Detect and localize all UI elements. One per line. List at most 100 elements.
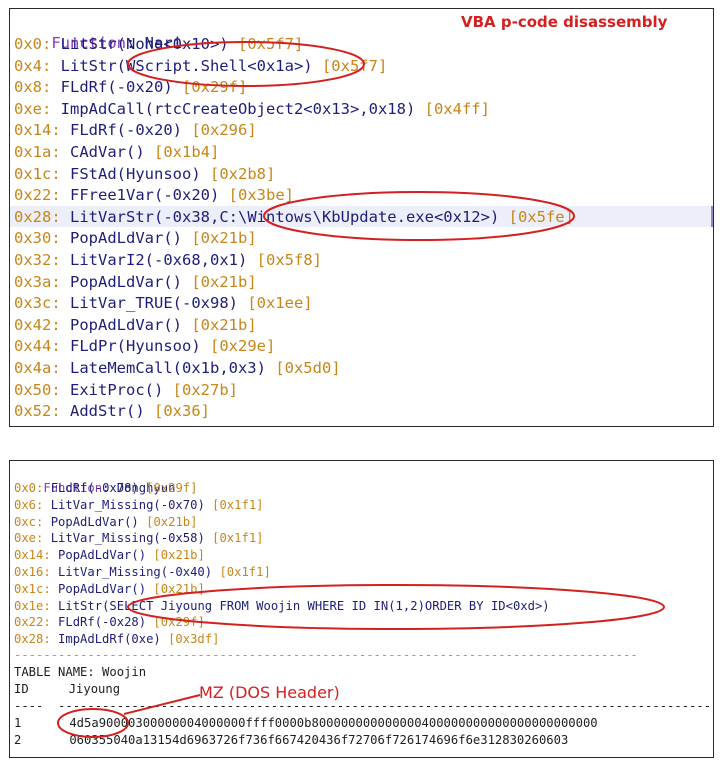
opcode-offset: [0x5d0] (265, 359, 341, 377)
operands: (-0x20) (154, 186, 220, 205)
operands: (0xe) (124, 632, 161, 647)
instruction-address: 0x0: (14, 481, 44, 495)
code-line: 0x22: FFree1Var(-0x20) [0x3be] (14, 185, 294, 206)
code-line: 0x14: PopAdLdVar() [0x21b] (14, 547, 205, 564)
opcode: LitVar_Missing (43, 531, 154, 546)
instruction-address: 0x0: (14, 35, 52, 53)
column-jiyoung: Jiyoung (68, 682, 121, 696)
operands: () (131, 548, 147, 563)
code-line: 0xe: LitVar_Missing(-0x58) [0x1f1] (14, 530, 264, 547)
opcode-offset: [0x21b] (182, 272, 257, 291)
instruction-address: 0x8: (14, 78, 52, 97)
opcode: PopAdLdVar (50, 548, 132, 563)
operands: (-0x20) (107, 78, 173, 97)
opcode-offset: [0x3df] (160, 632, 220, 647)
opcode-offset: [0x29f] (146, 615, 205, 630)
opcode-offset: [0x1ee] (237, 294, 313, 313)
operands: () (126, 402, 145, 421)
code-line: 0x1e: LitStr(SELECT Jiyoung FROM Woojin … (14, 598, 550, 615)
code-line: 0x1a: CAdVar() [0x1b4] (14, 142, 219, 163)
operands: () (124, 514, 139, 529)
operands: (-0x28) (94, 615, 147, 630)
instruction-address: 0x44: (14, 337, 61, 356)
table-name: TABLE NAME: Woojin (14, 665, 147, 679)
opcode-offset: [0x5f7] (312, 56, 388, 75)
opcode: FLdPr (60, 337, 117, 356)
instruction-address: 0x4a: (14, 359, 61, 377)
code-line: 0x1c: PopAdLdVar() [0x21b] (14, 581, 205, 598)
opcode: LitVar_TRUE (60, 294, 173, 313)
operands: (SELECT Jiyoung FROM Woojin WHERE ID IN(… (102, 598, 550, 613)
code-line: 0x22: FLdRf(-0x28) [0x29f] (14, 614, 205, 631)
row-value: 4d5a90000300000004000000ffff0000b8000000… (69, 716, 598, 730)
function-keyword: Function (51, 34, 126, 52)
code-line: 0x0: LitStr(None<0x10>) [0x5f7] (14, 34, 303, 55)
code-line: 0x42: PopAdLdVar() [0x21b] (14, 315, 257, 336)
operands: () (126, 143, 145, 161)
opcode-offset: [0x5fe] (499, 207, 574, 226)
instruction-address: 0x28: (14, 632, 51, 647)
annotation-vba-pcode: VBA p-code disassembly (461, 13, 668, 31)
operands: (-0x20) (116, 121, 182, 140)
opcode-offset: [0x21b] (146, 581, 205, 596)
instruction-address: 0x1c: (14, 581, 51, 596)
opcode: ExitProc (60, 380, 145, 399)
instruction-address: 0x1e: (14, 598, 51, 613)
opcode-offset: [0x5f8] (247, 251, 322, 269)
instruction-address: 0x1c: (14, 164, 61, 183)
operands: (WScript.Shell<0x1a>) (116, 56, 313, 75)
opcode-offset: [0x27b] (163, 380, 238, 399)
annotation-mz-header: MZ (DOS Header) (199, 683, 340, 702)
column-id: ID (14, 682, 29, 696)
opcode: FLdRf (50, 615, 95, 630)
opcode: LitVarI2 (60, 251, 145, 269)
instruction-address: 0xc: (14, 514, 44, 529)
operands: (-0x58) (153, 531, 205, 546)
code-line: 0x4a: LateMemCall(0x1b,0x3) [0x5d0] (14, 358, 341, 379)
instruction-address: 0x14: (14, 121, 61, 140)
opcode: LitStr (51, 56, 117, 75)
opcode-offset: [0x29e] (200, 337, 276, 356)
operands: (-0x68,0x1) (144, 251, 248, 269)
table-header-rule: ---- -----------------------------------… (14, 699, 714, 713)
opcode-offset: [0x1f1] (212, 565, 271, 579)
opcode: PopAdLdVar (43, 514, 125, 529)
p-code-panel-nari: Function: Nari 0x0: LitStr(None<0x10>) [… (9, 8, 714, 427)
operands: (rtcCreateObject2<0x13>,0x18) (144, 99, 416, 118)
opcode-offset: [0x36] (144, 402, 210, 421)
opcode-offset: [0x2b8] (200, 164, 276, 183)
opcode: PopAdLdVar (60, 229, 164, 248)
operands: () (131, 581, 147, 596)
instruction-address: 0x28: (14, 207, 61, 226)
code-line: 0x1c: FStAd(Hyunsoo) [0x2b8] (14, 164, 275, 185)
opcode-offset: [0x5f7] (228, 35, 304, 53)
opcode-offset: [0x296] (182, 121, 257, 140)
row-id: 2 (14, 733, 22, 747)
opcode: ImpAdLdRf (50, 632, 125, 647)
operands: (0x1b,0x3) (172, 359, 266, 377)
code-line: 0x28: ImpAdLdRf(0xe) [0x3df] (14, 631, 219, 648)
opcode-offset: [0x1b4] (144, 143, 220, 161)
instruction-address: 0x3a: (14, 272, 61, 291)
opcode-offset: [0x4ff] (415, 99, 490, 118)
opcode-offset: [0x1f1] (204, 497, 264, 512)
table-row: 1 4d5a90000300000004000000ffff0000b800000… (14, 715, 598, 732)
instruction-address: 0x52: (14, 402, 61, 421)
instruction-address: 0x22: (14, 186, 61, 205)
instruction-address: 0xe: (14, 99, 52, 118)
code-line: 0xc: PopAdLdVar() [0x21b] (14, 514, 197, 531)
operands: () (163, 272, 182, 291)
code-line: 0x14: FLdRf(-0x20) [0x296] (14, 120, 257, 141)
opcode: LitVar_Missing (50, 565, 161, 579)
instruction-address: 0x6: (14, 497, 44, 512)
code-line: 0x4: LitStr(WScript.Shell<0x1a>) [0x5f7] (14, 56, 387, 77)
p-code-panel-donghyun: Function: Donghyun 0x0: FLdRf(-0x78) [0x… (9, 460, 714, 758)
row-id: 1 (14, 716, 22, 730)
operands: () (163, 229, 182, 248)
instruction-address: 0x4: (14, 56, 52, 75)
opcode-offset: [0x29f] (172, 78, 248, 97)
operands: (Hyunsoo) (116, 164, 201, 183)
opcode-offset: [0x21b] (182, 229, 257, 248)
opcode-offset: [0x1f1] (204, 531, 264, 546)
